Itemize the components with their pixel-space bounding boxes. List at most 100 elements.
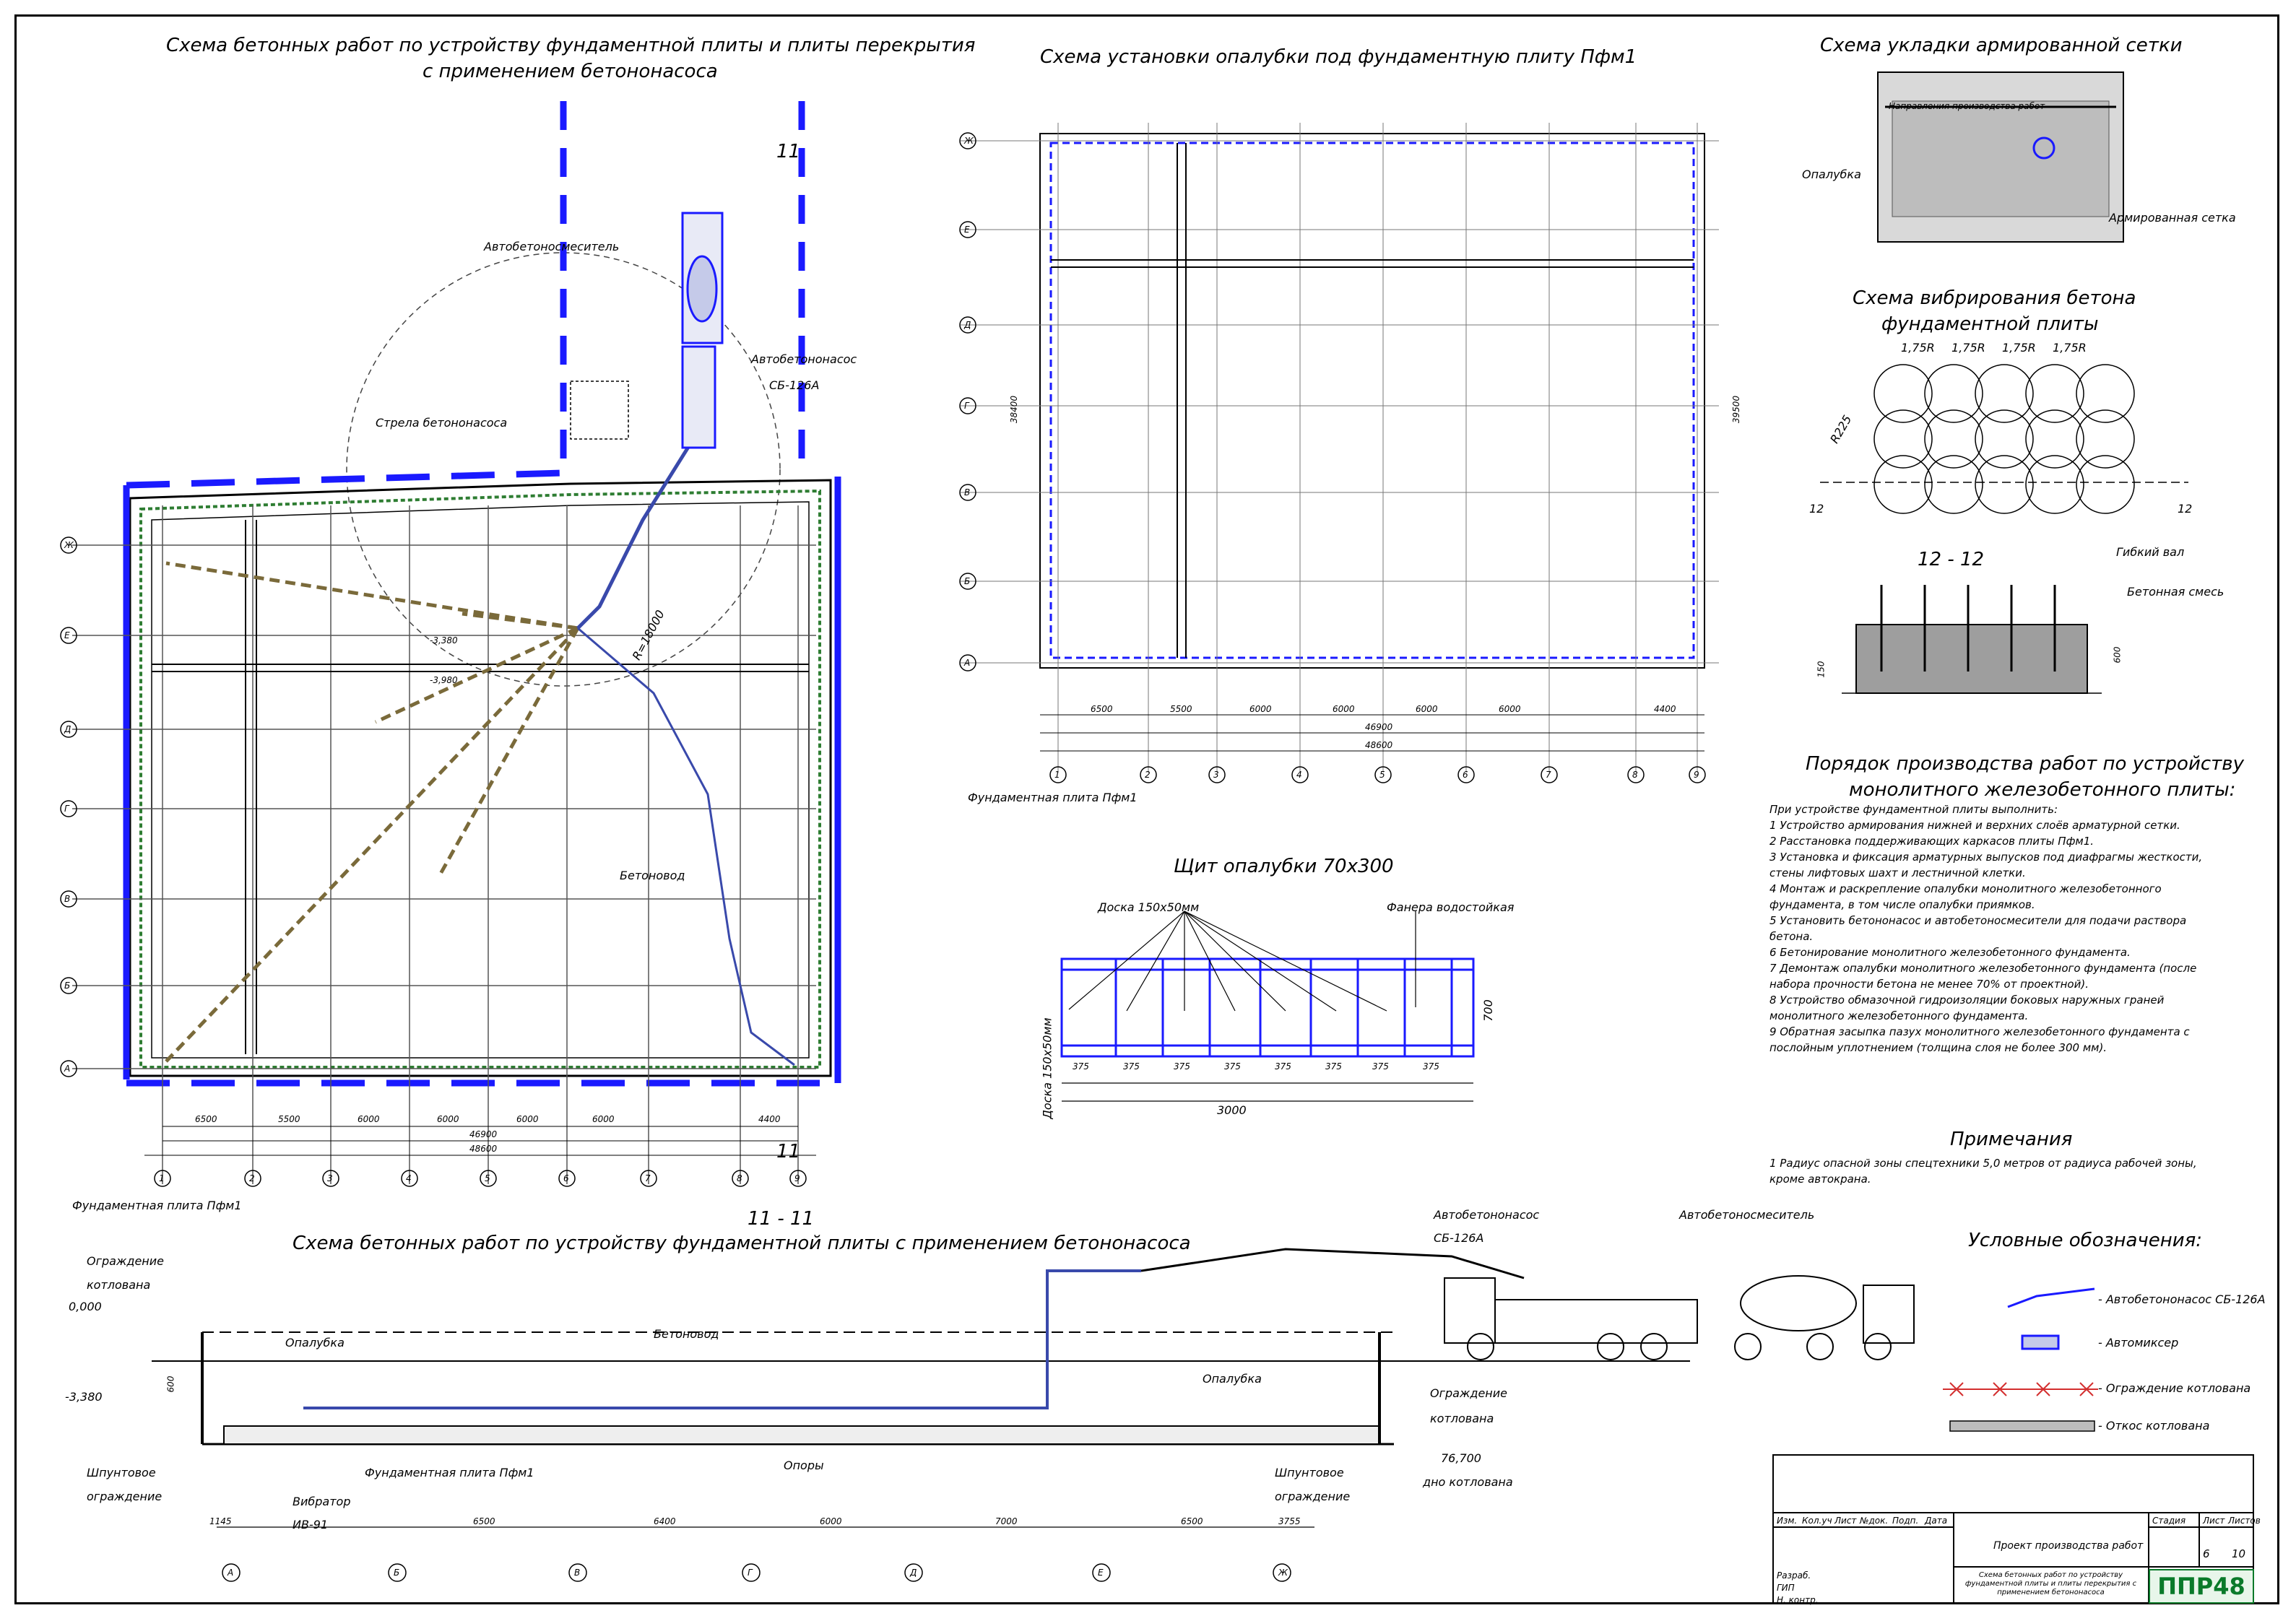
concrete-pipe-label: Бетоновод [620,869,685,882]
section-axis-circles [222,1563,1291,1582]
sec-axis-d: Д [910,1568,917,1578]
fw-axis-zh: Ж [964,136,974,146]
fw-axis-5: 5 [1379,770,1385,780]
vibration-plan [1820,364,2188,694]
fw-axis-d: Д [964,320,971,330]
fw-dim-total-2: 48600 [1365,740,1393,750]
vib-r-4: 1,75R [2053,341,2087,355]
sec-sheet-left: Шпунтовое [87,1466,156,1479]
sec-formwork-right: Опалубка [1203,1372,1262,1386]
procedure-step: 5 Установить бетононасос и автобетоносме… [1769,914,2187,927]
axis-circles-left [60,536,77,1077]
pump-label: Автобетононасос [751,352,857,366]
sec-fence-right: Ограждение [1430,1386,1507,1400]
legend-fence: - Ограждение котлована [2098,1381,2251,1395]
vib-r-1: 1,75R [1901,341,1935,355]
procedure-subtitle: монолитного железобетонного плиты: [1849,779,2236,801]
axis-3: 3 [327,1173,333,1183]
note-line: 1 Радиус опасной зоны спецтехники 5,0 ме… [1769,1157,2197,1170]
notes-title: Примечания [1950,1129,2073,1150]
formwork-slab-label: Фундаментная плита Пфм1 [968,791,1138,804]
fw-axis-v: В [964,487,971,497]
shield-cell-5: 375 [1275,1061,1291,1072]
procedure-step: 9 Обратная засыпка пазух монолитного жел… [1769,1025,2190,1038]
fw-dim-6000-d: 6000 [1499,704,1521,714]
vibration-title: Схема вибрирования бетона [1853,287,2136,309]
axis-6: 6 [563,1173,569,1183]
axis-g: Г [64,804,69,814]
sec-pump-label: Автобетононасос [1434,1208,1540,1222]
axis-9: 9 [794,1173,800,1183]
axis-circles-bottom [154,1170,807,1187]
axis-1: 1 [159,1173,165,1183]
slab-label: Фундаментная плита Пфм1 [72,1199,242,1212]
shield-board-label: Доска 150х50мм [1098,900,1200,914]
procedure-step: 1 Устройство армирования нижней и верхни… [1769,819,2180,832]
legend-title: Условные обозначения: [1968,1230,2203,1251]
pump-model-label: СБ-126А [769,378,820,392]
stamp-table [1772,1454,2254,1604]
vib-r-3: 1,75R [2002,341,2036,355]
procedure-step: 6 Бетонирование монолитного железобетонн… [1769,946,2131,959]
axis-d: Д [64,724,72,734]
axis-b: Б [64,981,71,991]
sec-vibrator-label: Вибратор [293,1495,351,1508]
mesh-rebar-label: Армированная сетка [2109,211,2236,225]
pump-pad [570,381,629,440]
fw-dim-6000-a: 6000 [1249,704,1272,714]
fw-axis-a: А [964,658,971,668]
stamp-role: ГИП [1777,1583,1795,1593]
pump-truck [681,345,716,449]
grid-lines [72,505,816,1184]
sec-formwork-left: Опалубка [285,1336,345,1350]
formwork-dim-lines [1040,714,1704,752]
sec-axis-b: Б [394,1568,400,1578]
boom-label: Стрела бетононасоса [376,416,508,430]
sec-axis-v: В [574,1568,581,1578]
vib-h600: 600 [2112,646,2123,664]
slab-outline [129,479,832,1077]
sec-axis-zh: Ж [1278,1568,1288,1578]
sec-mixer-label: Автобетоносмеситель [1679,1208,1815,1222]
stamp-role: Разраб. [1777,1570,1811,1581]
shield-height: 700 [1481,999,1495,1022]
fw-axis-4: 4 [1296,770,1302,780]
vibration-circles [1873,364,2135,514]
stamp-col: Изм. [1777,1516,1798,1526]
fw-height-total: 38400 [1009,395,1020,424]
section-cut-top: 11 [776,141,801,162]
vib-mix-label: Бетонная смесь [2127,585,2224,599]
stamp-sheet-no: 6 [2203,1547,2210,1560]
slab-inner [151,501,810,1059]
procedure-text: При устройстве фундаментной плиты выполн… [1769,801,2232,1056]
vib-cut-left: 12 [1809,502,1824,516]
ppr48-logo: ППР48 [2149,1569,2254,1604]
fw-dim-total-1: 46900 [1365,722,1393,732]
dim-6000-a: 6000 [358,1114,380,1124]
axis-7: 7 [645,1173,651,1183]
fw-axis-b: Б [964,576,971,586]
stamp-col: Дата [1925,1516,1948,1526]
axis-e: Е [64,630,70,640]
fw-dim-6000-c: 6000 [1416,704,1438,714]
drawing-frame [14,14,2279,1604]
sec-pump-model: СБ-126А [1434,1231,1484,1245]
fence-blue [123,101,841,1087]
fw-axis-2: 2 [1145,770,1151,780]
sec-dim-2: 6500 [473,1516,495,1526]
procedure-step: послойным уплотнением (толщина слоя не б… [1769,1041,2107,1054]
shield-plywood-label: Фанера водостойкая [1387,900,1515,914]
vibration-section [1855,624,2088,694]
stamp-sheets-no: 10 [2232,1547,2246,1560]
procedure-step: набора прочности бетона не менее 70% от … [1769,978,2089,991]
sec-sheet-right: Шпунтовое [1275,1466,1344,1479]
dim-6500: 6500 [195,1114,217,1124]
plan-beams [152,520,809,1054]
section-cut-bottom: 11 [776,1141,801,1162]
sec-dim-7: 3755 [1278,1516,1301,1526]
mesh-direction-label: Направления производства работ [1889,101,2045,111]
dim-6000-b: 6000 [437,1114,459,1124]
sec-dim-3: 6400 [654,1516,676,1526]
fw-dim-6500: 6500 [1091,704,1113,714]
